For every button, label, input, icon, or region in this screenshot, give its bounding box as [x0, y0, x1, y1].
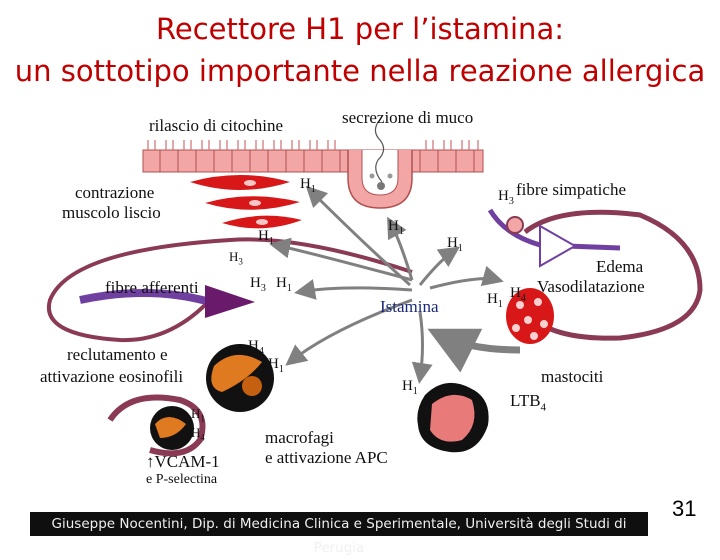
slide-title-line-2: un sottotipo importante nella reazione a… [14, 54, 706, 88]
epithelium [142, 149, 484, 173]
label-reclutamento-2: attivazione eosinofili [40, 367, 184, 386]
label-reclutamento-1: reclutamento e [67, 345, 168, 364]
smooth-muscle-cells [190, 175, 302, 229]
page-number: 31 [672, 496, 697, 521]
afferent-fiber [79, 285, 255, 318]
label-macrofagi-1: macrofagi [265, 428, 334, 447]
label-contrazione-1: contrazione [75, 183, 155, 202]
histamine-arrows [269, 185, 504, 384]
label-fibre-afferenti: fibre afferenti [105, 278, 199, 297]
label-vasodilatazione: Vasodilatazione [537, 277, 645, 296]
receptor-h3-sympathetic: H3 [498, 188, 514, 207]
label-vcam: ↑VCAM-1 [146, 452, 220, 471]
receptor-h1-endothelial: H1 [191, 406, 205, 424]
label-istamina: Istamina [380, 297, 439, 316]
label-fibre-simpatiche: fibre simpatiche [516, 180, 626, 199]
receptor-h1-eosinophil: H1 [268, 356, 284, 375]
receptor-h3-afferent: H3 [250, 275, 266, 294]
label-mastociti: mastociti [541, 367, 604, 386]
receptor-h3-left: H3 [229, 249, 243, 267]
receptor-h1-muscle: H1 [300, 176, 316, 195]
cilia [147, 140, 479, 150]
receptor-h1-right: H1 [447, 235, 463, 254]
allergy-diagram [46, 121, 703, 457]
mast-cell [506, 288, 554, 344]
label-ltb4: LTB4 [510, 391, 547, 414]
sympathetic-fiber [487, 208, 621, 268]
label-citochine: rilascio di citochine [149, 116, 284, 135]
eosinophil-cell [206, 344, 274, 412]
label-contrazione-2: muscolo liscio [62, 203, 161, 222]
right-vessel-loop [523, 209, 703, 341]
receptor-h1-mid: H1 [258, 228, 274, 247]
mucus-gland [347, 121, 413, 209]
receptor-h1-edema: H1 [487, 291, 503, 310]
label-pselectina: e P-selectina [146, 472, 218, 487]
slide-title-line-1: Recettore H1 per l’istamina: [156, 12, 564, 46]
receptor-h1-macrophage: H1 [402, 378, 418, 397]
label-macrofagi-2: e attivazione APC [265, 448, 388, 467]
mast-cell-arrow [427, 328, 521, 373]
macrophage-cell [417, 382, 489, 453]
receptor-h4-endothelial: H4 [191, 425, 205, 443]
receptor-h4-edema: H4 [510, 285, 526, 304]
label-muco: secrezione di muco [342, 108, 474, 127]
receptor-h1-mucus: H1 [388, 218, 404, 237]
footer-credit: Giuseppe Nocentini, Dip. di Medicina Cli… [30, 512, 648, 556]
endothelial-cell [107, 394, 206, 457]
label-edema: Edema [596, 257, 644, 276]
receptor-h1-afferent: H1 [276, 275, 292, 294]
receptor-h4-eosinophil: H4 [248, 338, 264, 357]
